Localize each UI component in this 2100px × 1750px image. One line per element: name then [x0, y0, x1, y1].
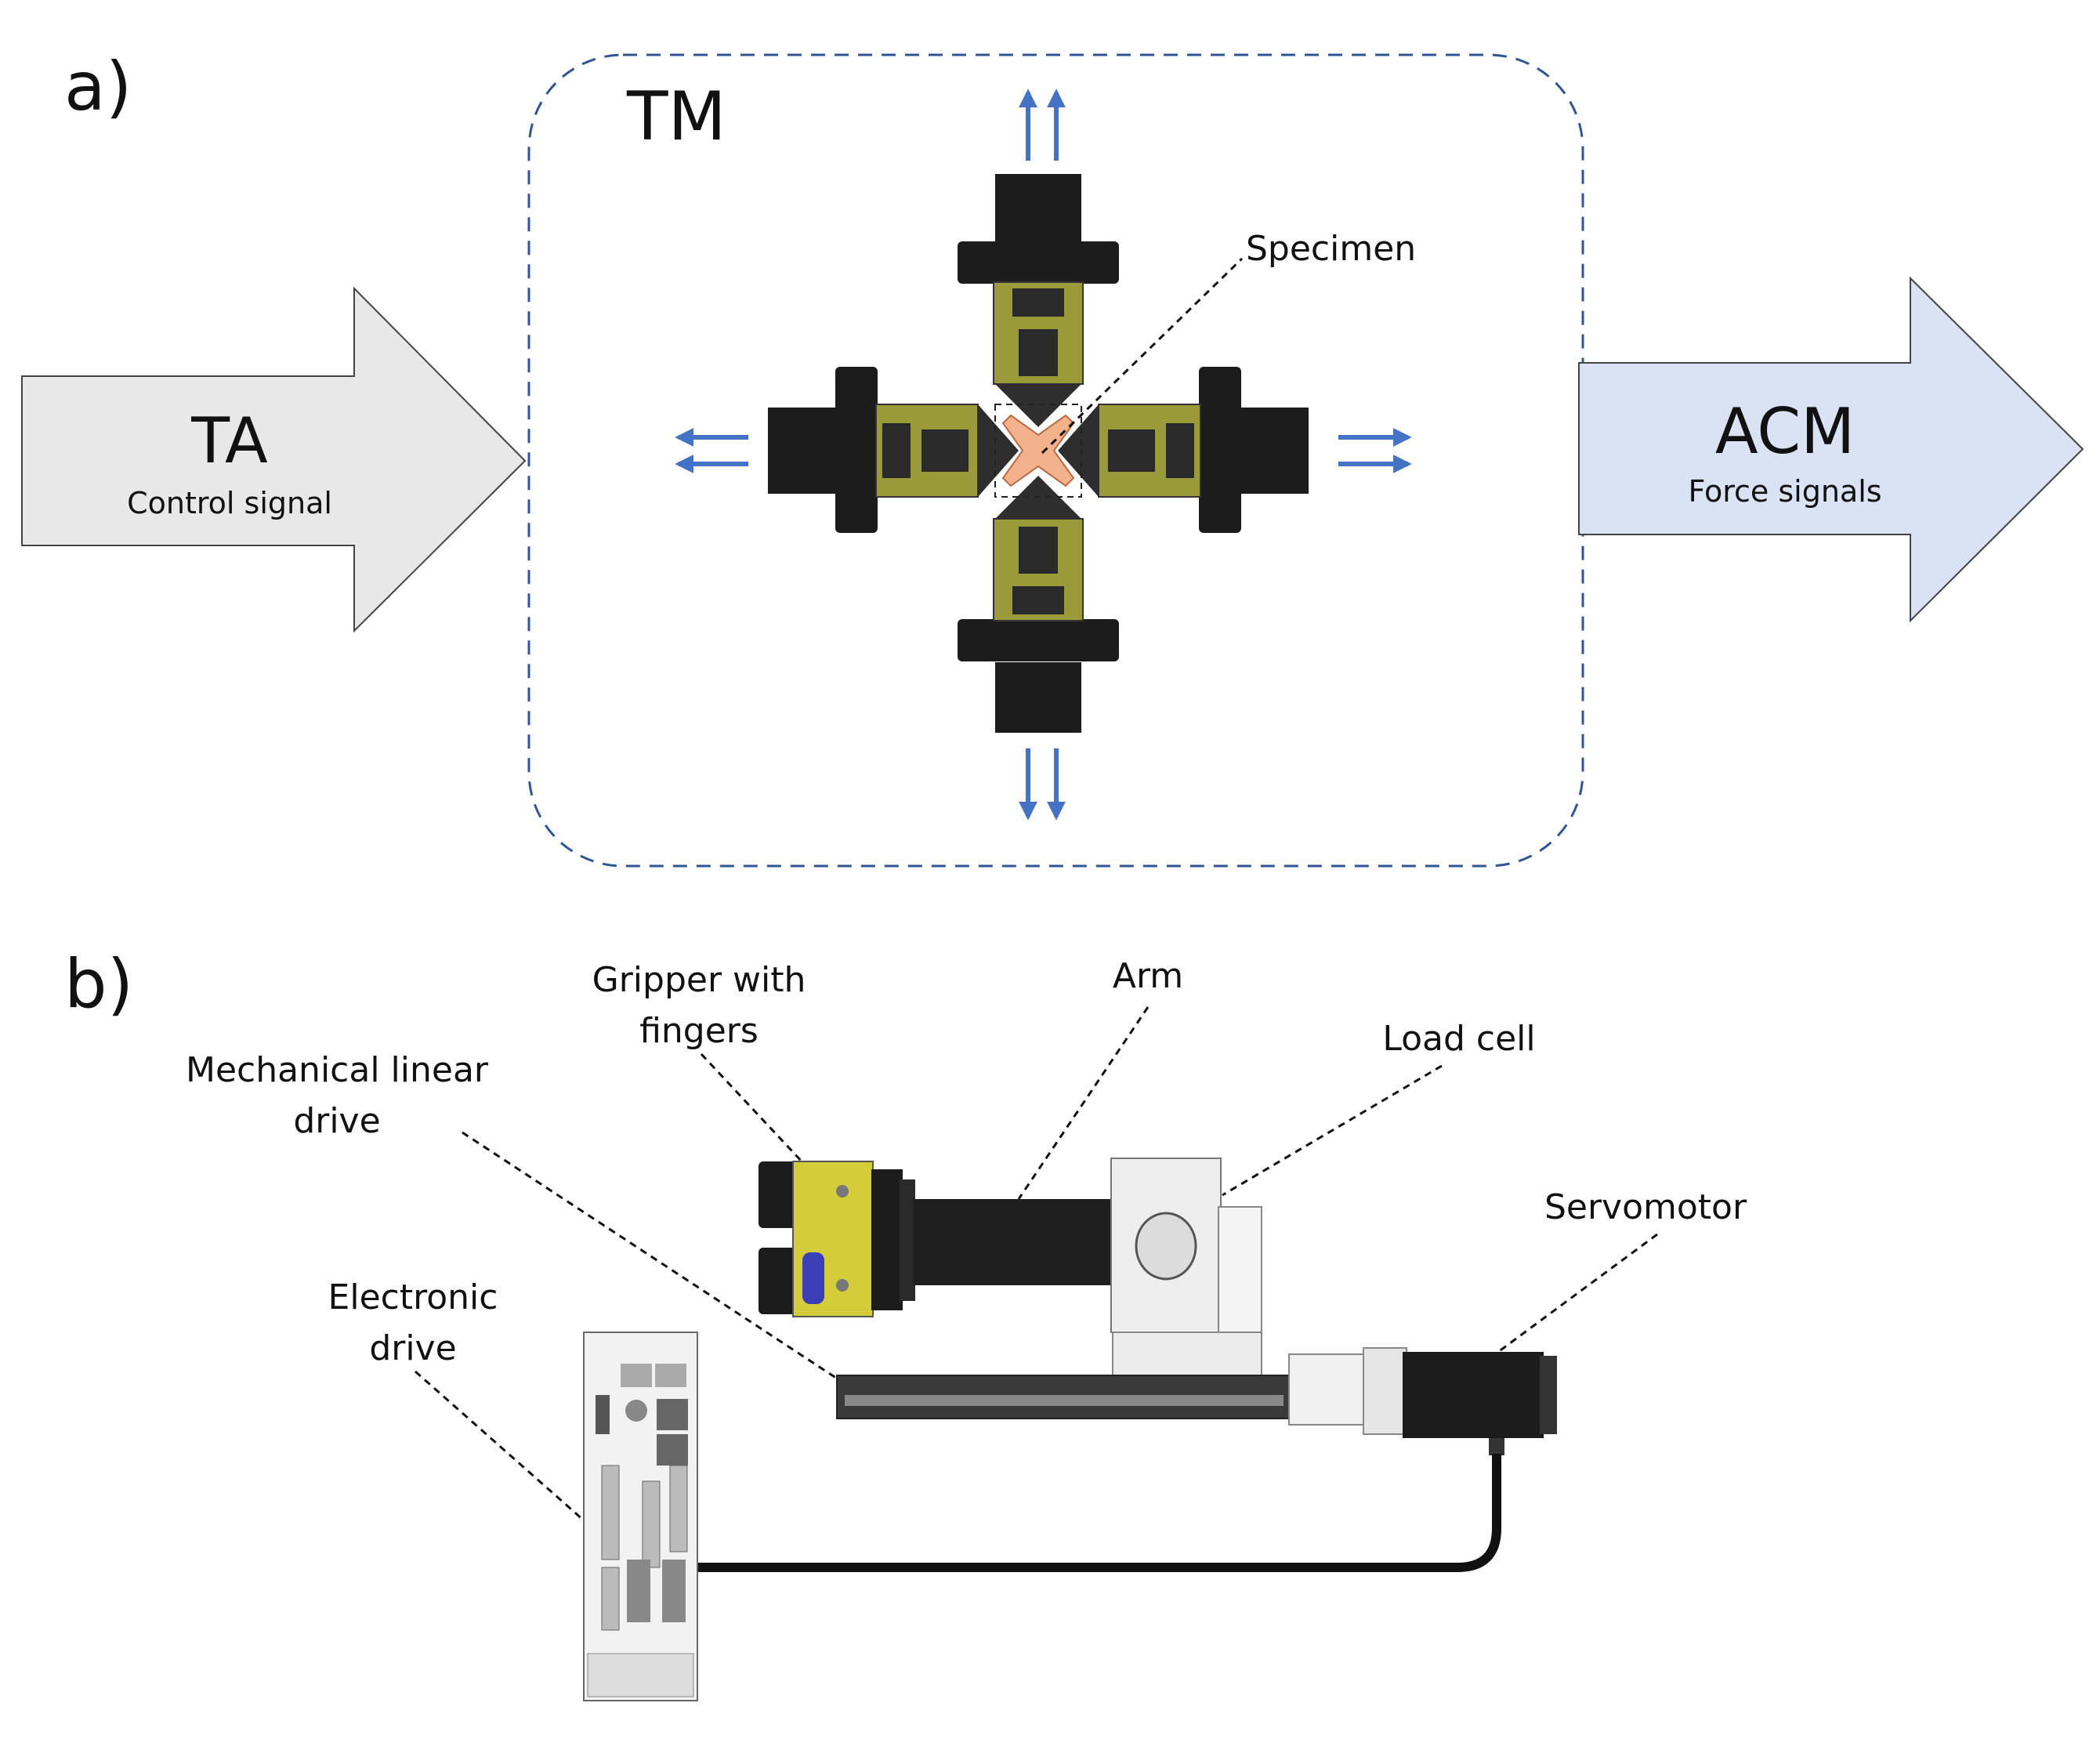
acm-arrow: ACM Force signals [1578, 276, 2084, 623]
panel-b-letter: b) [64, 945, 133, 1024]
linear-drive-drawing [836, 1353, 1368, 1426]
gripper-label-line2: fingers [639, 1011, 759, 1051]
load-arrows [675, 89, 1412, 821]
specimen-label: Specimen [1246, 229, 1416, 269]
gripper-label-line1: Gripper with [592, 960, 806, 1000]
linear-drive-label-line2: drive [293, 1101, 380, 1141]
servomotor-label: Servomotor [1544, 1187, 1747, 1227]
arm-label: Arm [1113, 956, 1183, 996]
electronic-drive-label-line1: Electronic [328, 1277, 498, 1317]
leader-lines [415, 1006, 1658, 1522]
tm-label: TM [626, 78, 726, 156]
biaxial-machine-drawing [768, 174, 1309, 733]
ta-arrow: TA Control signal [21, 286, 527, 633]
linear-drive-label-line1: Mechanical linear [186, 1050, 489, 1090]
acm-title: ACM [1715, 395, 1855, 468]
panel-a-letter: a) [64, 48, 132, 126]
load-cell-drawing [1110, 1158, 1262, 1376]
specimen [1001, 414, 1075, 487]
electronic-drive-drawing [583, 1332, 698, 1701]
electronic-drive-label-line2: drive [369, 1328, 456, 1368]
cable [686, 1454, 1501, 1572]
acm-subtitle: Force signals [1688, 474, 1881, 509]
load-cell-label: Load cell [1382, 1019, 1535, 1059]
ta-subtitle: Control signal [127, 486, 332, 520]
gripper-drawing [759, 1161, 915, 1317]
specimen-leader [1041, 257, 1244, 455]
ta-title: TA [190, 404, 268, 477]
arm-drawing [913, 1199, 1117, 1285]
servomotor-drawing [1363, 1347, 1557, 1455]
